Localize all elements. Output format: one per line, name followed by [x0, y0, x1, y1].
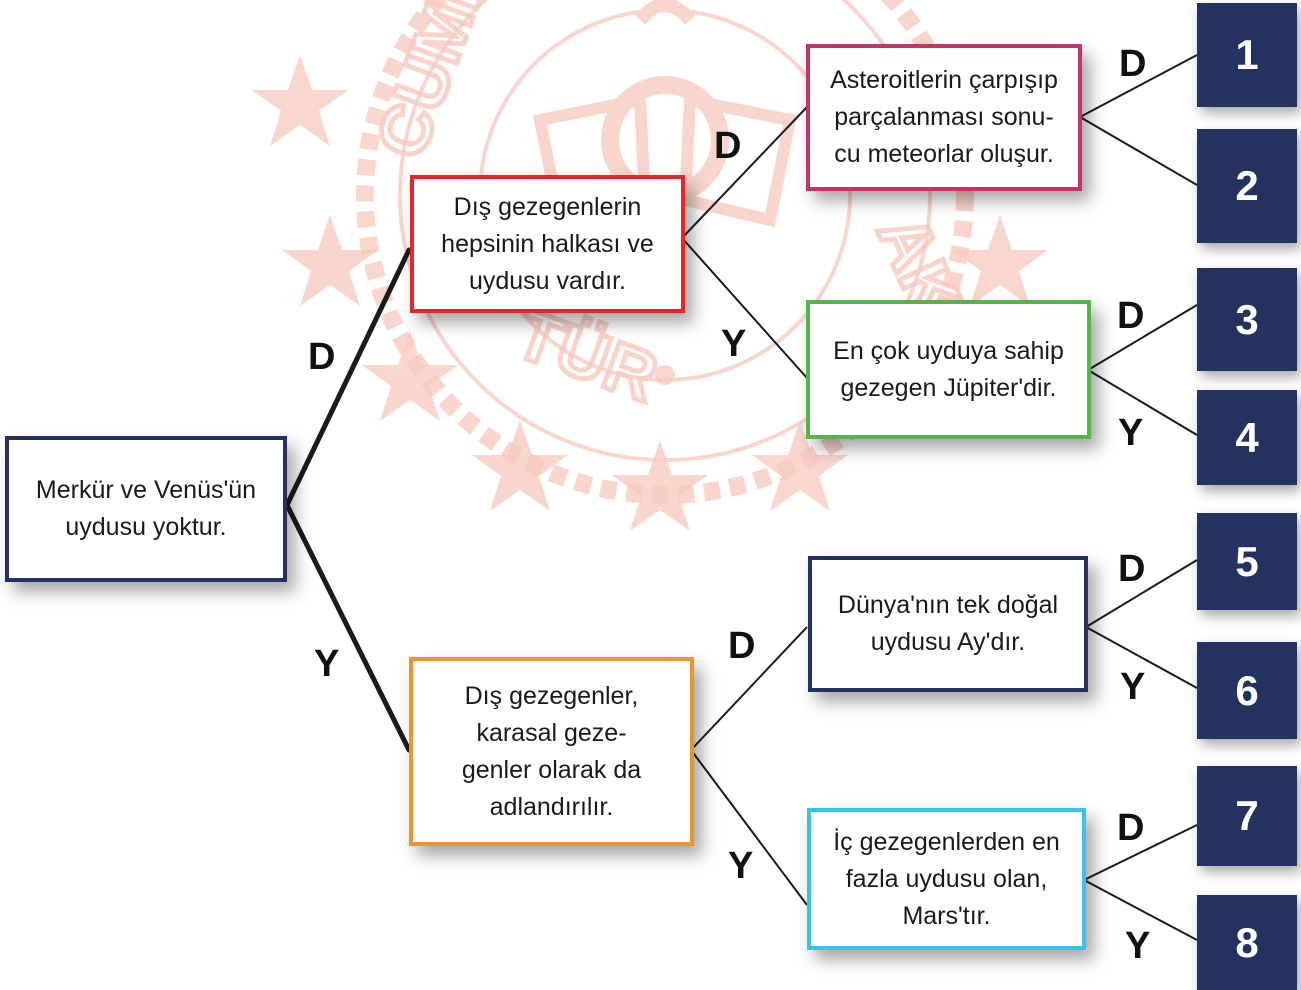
dd-to-2-connector: [1079, 116, 1198, 186]
outcome-tile-6: 6: [1197, 642, 1297, 739]
root-d-label: D: [308, 336, 336, 378]
level1-d-d-label: D: [714, 125, 742, 167]
root-to-d-branch: [284, 247, 412, 508]
yy-to-8-connector: [1083, 879, 1198, 941]
level2-yy-statement-text: İç gezegenlerden en fazla uydusu olan, M…: [833, 827, 1060, 930]
yd-to-5-connector: [1085, 559, 1198, 628]
level2-dd-statement-text: Asteroitlerin çarpışıp parçalanması sonu…: [830, 66, 1058, 168]
level1-y-d-label: D: [728, 625, 756, 667]
outcome-tile-1: 1: [1197, 3, 1297, 107]
outcome-tile-2: 2: [1197, 129, 1297, 243]
root-y-label: Y: [314, 643, 340, 685]
level2-yy-y-label: Y: [1125, 925, 1151, 967]
level2-yd-y-label: Y: [1120, 666, 1146, 708]
root-statement-box: Merkür ve Venüs'ün uydusu yoktur.: [5, 436, 287, 582]
level2-dy-y-label: Y: [1118, 412, 1144, 454]
outcome-tile-3: 3: [1197, 268, 1297, 371]
dy-to-4-connector: [1087, 369, 1198, 436]
root-statement-text: Merkür ve Venüs'ün uydusu yoktur.: [35, 476, 257, 541]
level1-d-statement-text: Dış gezegenlerin hepsinin halkası ve uyd…: [441, 192, 654, 295]
root-to-y-branch: [284, 502, 412, 753]
dy-to-3-connector: [1087, 304, 1198, 371]
outcome-tile-5: 5: [1197, 513, 1297, 610]
level2-dd-d-label: D: [1119, 43, 1147, 85]
outcome-tile-7: 7: [1197, 766, 1297, 866]
level2-yd-statement-text: Dünya'nın tek doğal uydusu Ay'dır.: [837, 591, 1059, 656]
level1-y-statement-box: Dış gezegenler, karasal geze- genler ola…: [409, 657, 694, 846]
level2-yy-statement-box: İç gezegenlerden en fazla uydusu olan, M…: [807, 808, 1086, 950]
level2-yd-statement-box: Dünya'nın tek doğal uydusu Ay'dır.: [808, 556, 1088, 692]
level1-d-statement-box: Dış gezegenlerin hepsinin halkası ve uyd…: [410, 175, 685, 313]
level1-y-y-label: Y: [728, 845, 754, 887]
level2-dy-d-label: D: [1117, 295, 1145, 337]
outcome-tile-8: 8: [1197, 895, 1297, 990]
yd-to-6-connector: [1085, 626, 1198, 689]
level1-y-statement-text: Dış gezegenler, karasal geze- genler ola…: [461, 681, 642, 821]
y-to-yd-connector: [690, 626, 808, 751]
level2-dd-statement-box: Asteroitlerin çarpışıp parçalanması sonu…: [806, 44, 1082, 191]
d-to-dd-connector: [681, 106, 808, 239]
d-to-dy-connector: [681, 237, 808, 379]
level1-d-y-label: Y: [721, 323, 747, 365]
level2-dy-statement-text: En çok uyduya sahip gezegen Jüpiter'dir.: [833, 336, 1064, 402]
yy-to-7-connector: [1083, 824, 1198, 881]
level2-yd-d-label: D: [1118, 548, 1146, 590]
level2-yy-d-label: D: [1117, 807, 1145, 849]
outcome-tile-4: 4: [1197, 390, 1297, 485]
dd-to-1-connector: [1079, 54, 1198, 118]
level2-dy-statement-box: En çok uyduya sahip gezegen Jüpiter'dir.: [806, 300, 1091, 439]
y-to-yy-connector: [690, 749, 808, 906]
